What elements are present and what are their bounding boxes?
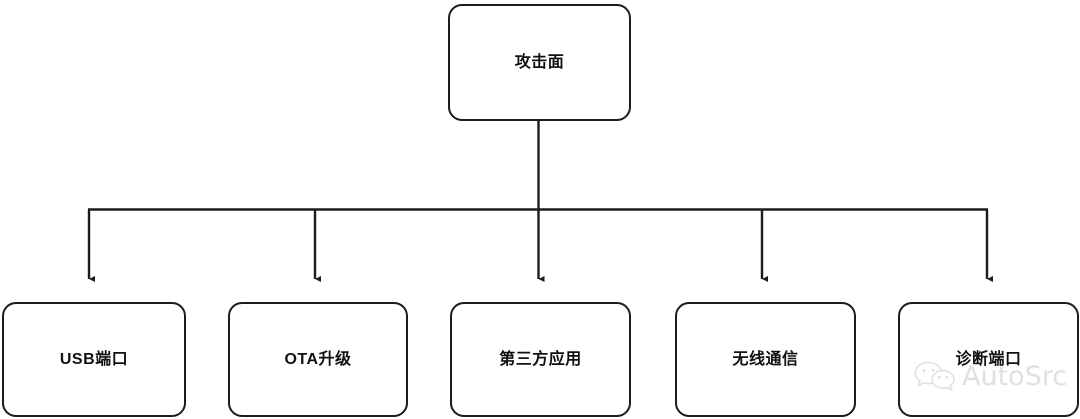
node-label-usb: USB端口	[59, 350, 129, 368]
node-third-party-app[interactable]: 第三方应用	[450, 302, 631, 417]
node-wireless-communication[interactable]: 无线通信	[675, 302, 856, 417]
node-label-thirdparty: 第三方应用	[499, 350, 582, 368]
node-root-attack-surface[interactable]: 攻击面	[448, 4, 631, 121]
node-label-ota: OTA升级	[284, 350, 352, 368]
node-ota-update[interactable]: OTA升级	[228, 302, 408, 417]
node-label-wireless: 无线通信	[732, 350, 799, 368]
node-diagnostic-port[interactable]: 诊断端口	[898, 302, 1079, 417]
node-usb-port[interactable]: USB端口	[2, 302, 186, 417]
node-label-diagnostic: 诊断端口	[955, 350, 1022, 368]
node-label-root: 攻击面	[514, 53, 565, 71]
